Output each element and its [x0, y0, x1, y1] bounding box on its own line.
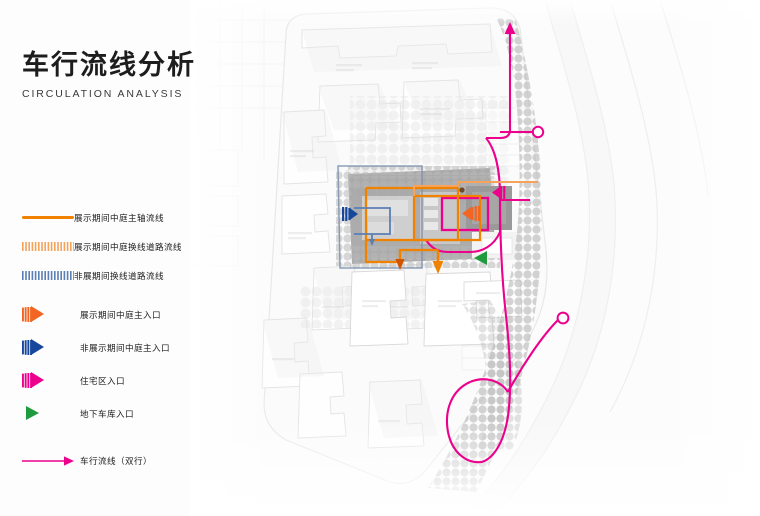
page-subtitle: CIRCULATION ANALYSIS	[22, 88, 184, 101]
marker-orange-down-east	[432, 250, 444, 274]
legend-symbol-arrow-orange	[22, 306, 74, 324]
flow-arrow-icon	[22, 455, 74, 466]
map-marker-exhibition-main-entrance	[462, 206, 481, 221]
legend-symbol-arrow-pink	[22, 372, 74, 390]
route-node-north	[531, 125, 545, 139]
legend-symbol-arrow-green	[22, 405, 74, 423]
map-marker-residential-entrance	[492, 186, 506, 199]
site-plan-map[interactable]	[190, 0, 760, 516]
legend: 展示期间中庭主轴流线 展示期间中庭换线道路流线 非展期间换线道路流线	[22, 203, 212, 475]
legend-label: 展示期间中庭主入口	[80, 310, 161, 321]
marker-orange-down-west	[395, 250, 405, 270]
legend-item-non-exhibition-entrance[interactable]: 非展示期间中庭主入口	[22, 331, 212, 364]
legend-item-exhibition-entrance[interactable]: 展示期间中庭主入口	[22, 298, 212, 331]
map-marker-non-exhibition-entrance	[342, 207, 358, 221]
legend-item-residential-entrance[interactable]: 住宅区入口	[22, 364, 212, 397]
legend-symbol-dashed-line-blue	[22, 267, 74, 285]
arrow-marker-blue-icon	[22, 339, 46, 356]
legend-label: 住宅区入口	[80, 376, 125, 387]
legend-label: 展示期间中庭换线道路流线	[74, 242, 182, 253]
map-marker-garage-entrance	[474, 251, 487, 265]
legend-label: 非展期间换线道路流线	[74, 271, 164, 282]
legend-symbol-arrow-blue	[22, 339, 74, 357]
dashed-swatch-blue	[22, 271, 74, 280]
route-vehicle-flow-core	[425, 196, 530, 254]
legend-label: 车行流线（双行）	[80, 456, 152, 467]
dashed-swatch-orange	[22, 242, 74, 251]
page-title: 车行流线分析	[22, 50, 196, 81]
arrow-marker-green-icon	[22, 405, 46, 422]
legend-symbol-solid-line-orange	[22, 209, 74, 227]
route-atrium-change	[412, 180, 538, 196]
arrow-marker-orange-icon	[22, 306, 46, 323]
route-vehicle-flow-spine	[446, 195, 512, 464]
legend-label: 地下车库入口	[80, 409, 134, 420]
route-arrow-north	[504, 22, 516, 34]
legend-label: 展示期间中庭主轴流线	[74, 213, 164, 224]
legend-label: 非展示期间中庭主入口	[80, 343, 170, 354]
route-node-south	[556, 311, 570, 325]
legend-symbol-dashed-line-orange	[22, 238, 74, 256]
map-canvas	[190, 0, 760, 516]
arrow-marker-pink-icon	[22, 372, 46, 389]
title-block: 车行流线分析 CIRCULATION ANALYSIS	[22, 50, 272, 100]
legend-item-non-exhibition[interactable]: 非展期间换线道路流线	[22, 261, 212, 290]
route-atrium-inner	[412, 194, 482, 242]
legend-item-atrium-axis[interactable]: 展示期间中庭主轴流线	[22, 203, 212, 232]
legend-item-atrium-change[interactable]: 展示期间中庭换线道路流线	[22, 232, 212, 261]
legend-symbol-flow-arrow	[22, 452, 74, 470]
legend-item-vehicle-flow[interactable]: 车行流线（双行）	[22, 446, 212, 475]
residential-zone-outline	[440, 196, 490, 232]
legend-item-garage-entrance[interactable]: 地下车库入口	[22, 397, 212, 430]
